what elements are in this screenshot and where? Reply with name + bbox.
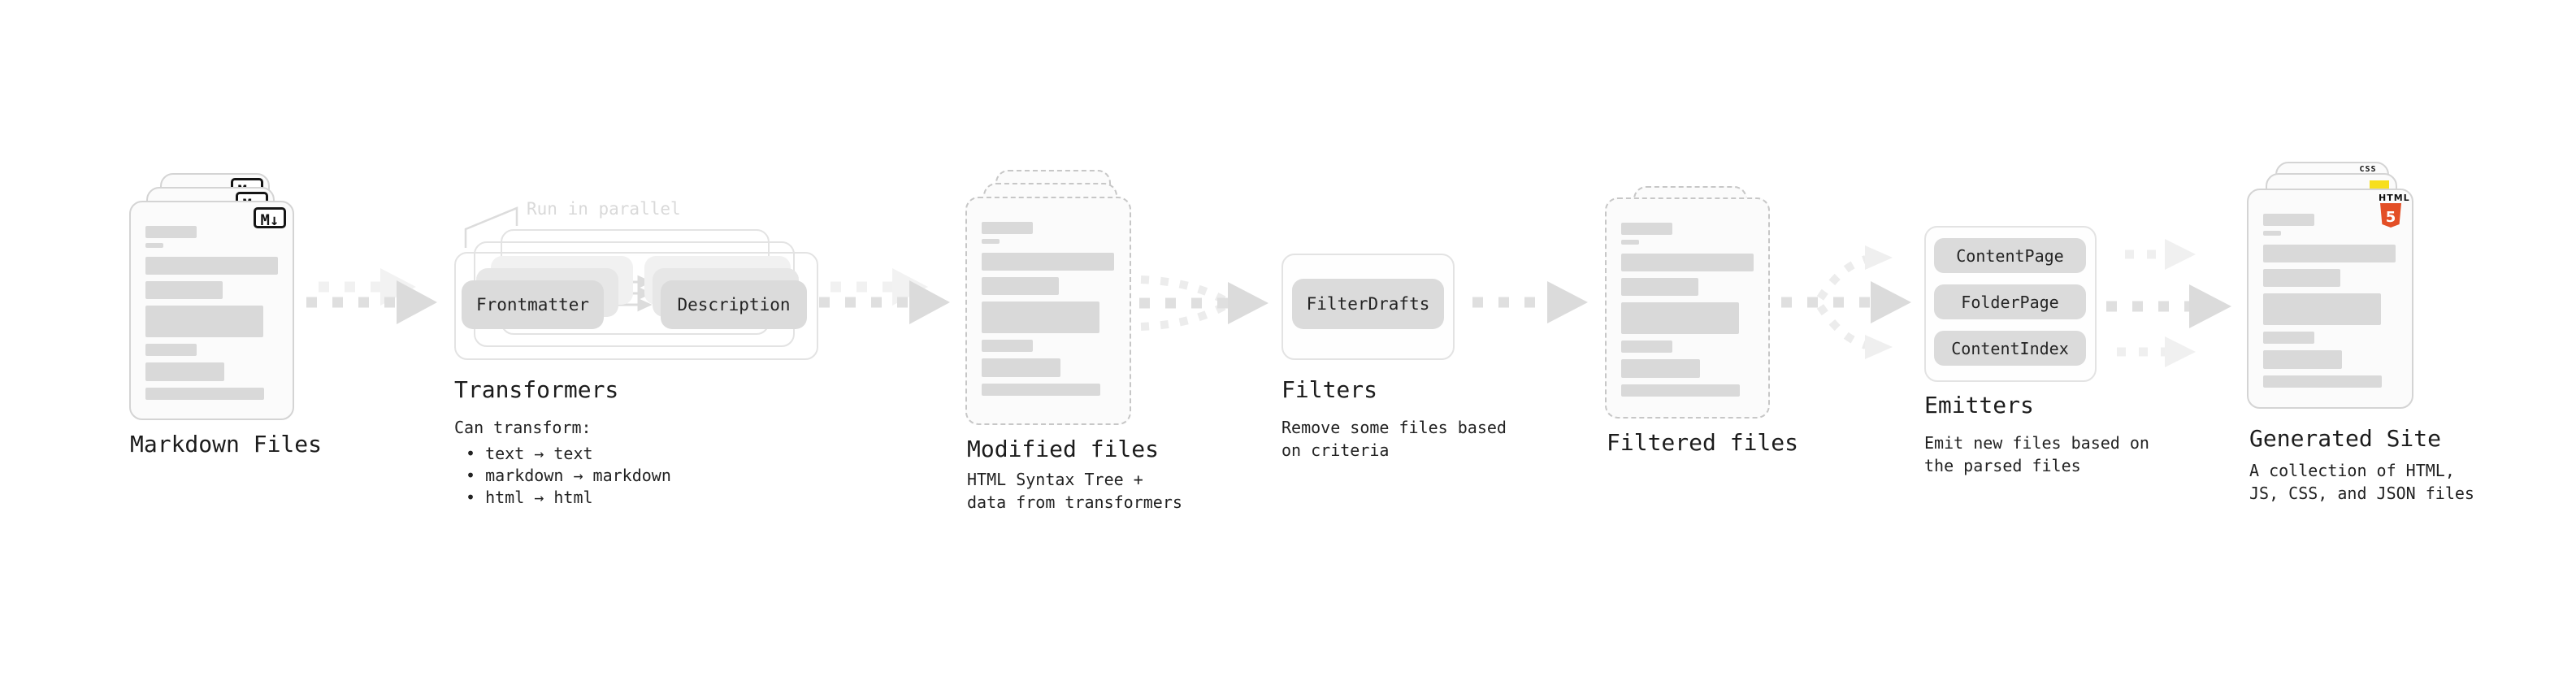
- run-in-parallel-note: Run in parallel: [527, 199, 681, 219]
- mini-arrowhead: [637, 286, 653, 301]
- emitters-sub-line: the parsed files: [1924, 456, 2081, 475]
- stage-label-markdown-files: Markdown Files: [130, 431, 323, 458]
- arrowhead: [909, 280, 950, 324]
- arrowhead: [1871, 281, 1911, 323]
- arrowhead: [1228, 282, 1268, 324]
- frontmatter-pill: Frontmatter: [462, 280, 604, 329]
- text-line-placeholder: [982, 277, 1059, 295]
- arrowhead-top: [2165, 239, 2196, 270]
- text-line-placeholder: [145, 257, 278, 275]
- text-line-placeholder: [145, 306, 263, 337]
- text-line-placeholder: [982, 301, 1099, 333]
- merge-curve-bottom: [1140, 302, 1226, 331]
- filterdrafts-pill: FilterDrafts: [1292, 279, 1444, 329]
- markdown-icon: M↓: [254, 207, 286, 229]
- arrow-filtered-to-emitters-fanout: [1781, 245, 1911, 359]
- filters-sub-line: Remove some files based: [1281, 418, 1507, 437]
- text-line-placeholder: [1621, 254, 1754, 271]
- text-line-placeholder: [982, 239, 1000, 244]
- generated-file-card-html: HTML 5: [2247, 189, 2413, 409]
- js-icon: [2370, 180, 2389, 189]
- text-line-placeholder: [145, 388, 264, 400]
- html5-shield-shape: [2380, 203, 2401, 228]
- text-line-placeholder: [1621, 302, 1739, 334]
- text-line-placeholder: [1621, 340, 1672, 353]
- text-line-placeholder: [2263, 332, 2314, 344]
- text-line-placeholder: [1621, 240, 1639, 245]
- arrowhead-bottom: [2165, 336, 2196, 367]
- generated-site-sub-line: JS, CSS, and JSON files: [2249, 484, 2474, 503]
- text-line-placeholder: [982, 222, 1033, 234]
- fan-curve-bottom: [1816, 304, 1867, 349]
- text-line-placeholder: [145, 281, 223, 299]
- arrow-modified-to-filters-merge: [1139, 275, 1268, 331]
- arrowhead: [1547, 281, 1588, 323]
- transformers-detail-line: • html → html: [466, 488, 593, 507]
- fan-curve-top: [1816, 255, 1867, 301]
- transformers-detail-line: Can transform:: [454, 418, 592, 437]
- stage-label-filtered-files: Filtered files: [1607, 429, 1799, 456]
- folderpage-pill: FolderPage: [1934, 284, 2086, 319]
- description-pill: Description: [661, 280, 807, 329]
- html5-shield: 5: [2380, 203, 2401, 228]
- text-line-placeholder: [145, 362, 224, 381]
- html5-shield-number: 5: [2386, 209, 2396, 226]
- contentpage-pill: ContentPage: [1934, 238, 2086, 273]
- arrowhead-bottom: [1865, 335, 1893, 359]
- text-line-placeholder: [1621, 359, 1700, 378]
- text-line-placeholder: [982, 358, 1060, 377]
- text-line-placeholder: [145, 243, 163, 248]
- text-line-placeholder: [2263, 214, 2314, 226]
- arrowhead-middle: [2189, 284, 2231, 328]
- transformers-detail-line: • markdown → markdown: [466, 466, 671, 485]
- arrowhead-top: [1865, 245, 1893, 270]
- stage-label-filters: Filters: [1281, 376, 1378, 403]
- html5-icon: HTML 5: [2379, 193, 2410, 228]
- text-line-placeholder: [982, 253, 1114, 271]
- text-line-placeholder: [2263, 293, 2381, 325]
- arrow-transformers-to-modified: [819, 268, 950, 324]
- html5-icon-text: HTML: [2379, 193, 2410, 203]
- text-line-placeholder: [145, 344, 197, 356]
- modified-files-sub-line: data from transformers: [967, 492, 1182, 512]
- stage-label-generated-site: Generated Site: [2249, 425, 2442, 452]
- filtered-file-card-front: [1605, 197, 1770, 419]
- modified-file-card-front: [965, 197, 1131, 425]
- text-line-placeholder: [982, 384, 1100, 396]
- generated-site-sub-line: A collection of HTML,: [2249, 461, 2455, 480]
- text-line-placeholder: [145, 226, 197, 238]
- transformers-detail-line: • text → text: [466, 444, 593, 463]
- transformers-frame-front: [454, 252, 818, 360]
- css-icon-text: CSS: [2359, 165, 2377, 174]
- text-line-placeholder: [2263, 269, 2340, 287]
- text-line-placeholder: [2263, 245, 2396, 262]
- stage-label-emitters: Emitters: [1924, 392, 2034, 419]
- arrow-emitters-to-generated: [2106, 239, 2231, 367]
- merge-curve-top: [1140, 275, 1226, 304]
- filters-sub-line: on criteria: [1281, 440, 1390, 460]
- text-line-placeholder: [1621, 223, 1672, 235]
- stage-label-transformers: Transformers: [454, 376, 619, 403]
- text-line-placeholder: [982, 340, 1033, 352]
- mini-arrowhead: [637, 297, 653, 312]
- arrow-filters-to-filtered: [1472, 281, 1588, 323]
- mini-arrowhead: [637, 275, 653, 289]
- text-line-placeholder: [2263, 375, 2382, 388]
- emitters-sub-line: Emit new files based on: [1924, 433, 2149, 453]
- markdown-file-card-front: M↓: [129, 201, 294, 420]
- text-line-placeholder: [2263, 231, 2281, 236]
- text-line-placeholder: [1621, 278, 1698, 296]
- stage-label-modified-files: Modified files: [967, 436, 1160, 462]
- arrow-markdown-to-transformers: [306, 268, 437, 324]
- run-in-parallel-leader-line: [464, 206, 518, 248]
- modified-files-sub-line: HTML Syntax Tree +: [967, 470, 1143, 489]
- text-line-placeholder: [2263, 350, 2342, 369]
- arrowhead: [397, 280, 437, 324]
- contentindex-pill: ContentIndex: [1934, 331, 2086, 366]
- text-line-placeholder: [1621, 384, 1740, 397]
